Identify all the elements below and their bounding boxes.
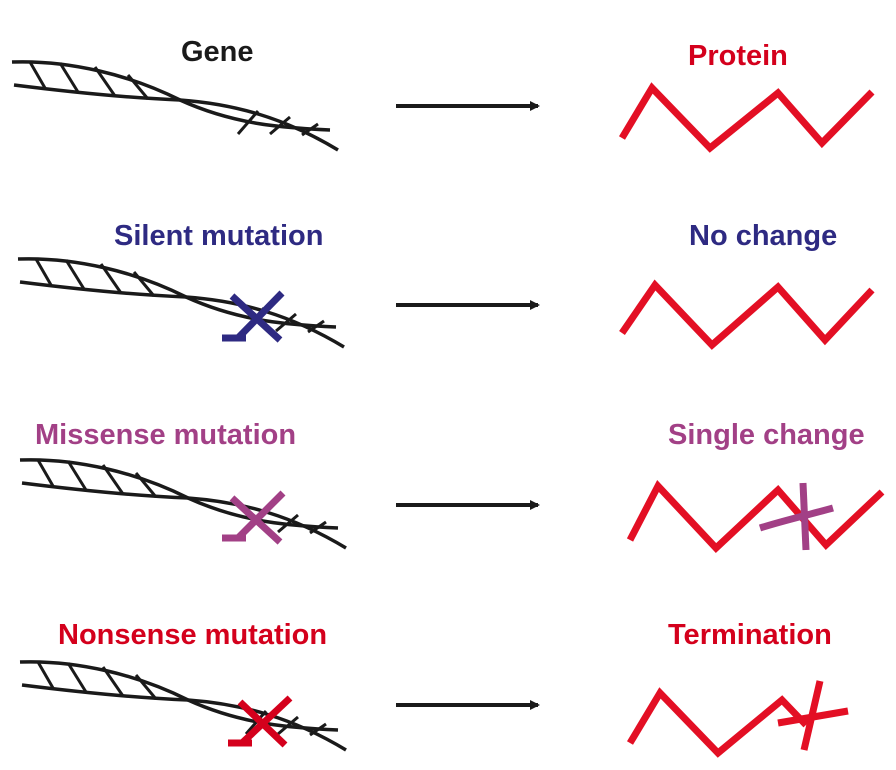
dna-strand-nonsense xyxy=(19,660,347,752)
silent-mutation-label: Silent mutation xyxy=(114,220,324,252)
row-nonsense xyxy=(19,660,849,758)
dna-strand-missense xyxy=(19,458,347,550)
no-change-label: No change xyxy=(689,220,838,252)
protein-chain-silent xyxy=(619,279,875,350)
dna-strand-silent xyxy=(17,257,345,349)
nonsense-protein-mark xyxy=(777,680,849,751)
row-missense xyxy=(19,458,885,553)
single-change-label: Single change xyxy=(668,419,865,451)
silent-mutation-mark xyxy=(222,290,285,343)
row-normal xyxy=(11,60,875,153)
protein-label: Protein xyxy=(688,40,788,72)
missense-mutation-label: Missense mutation xyxy=(35,419,297,451)
missense-mutation-mark xyxy=(222,490,286,545)
dna-strand-normal xyxy=(11,60,339,152)
protein-chain-nonsense xyxy=(626,687,809,758)
protein-chain-missense xyxy=(626,479,885,553)
protein-chain-normal xyxy=(618,82,875,153)
row-silent xyxy=(17,257,875,350)
termination-label: Termination xyxy=(668,619,832,651)
nonsense-mutation-mark xyxy=(228,695,293,748)
gene-label: Gene xyxy=(181,36,254,68)
nonsense-mutation-label: Nonsense mutation xyxy=(58,619,328,651)
missense-protein-mark xyxy=(758,482,834,551)
